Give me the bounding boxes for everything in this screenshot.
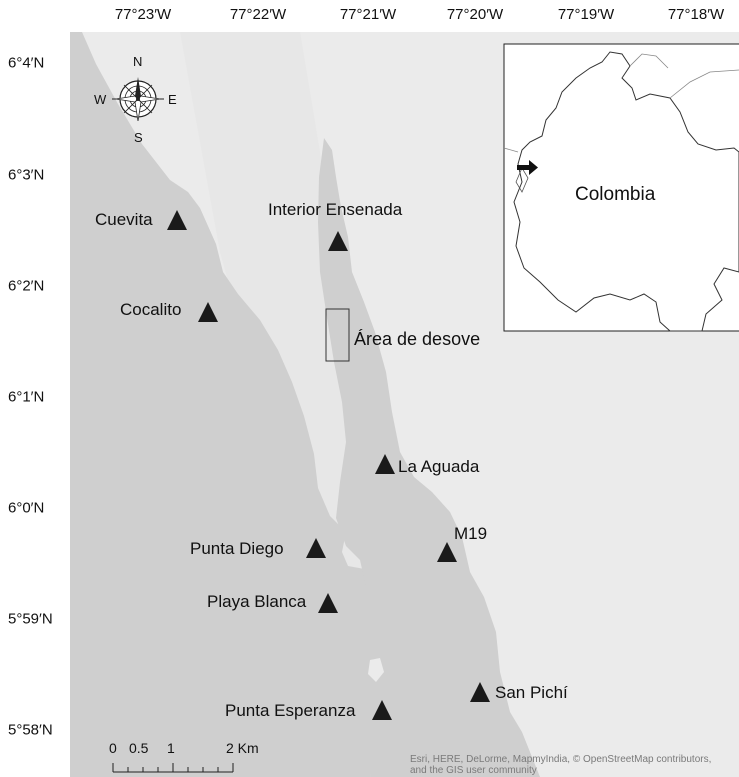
longitude-label: 77°20′W — [446, 6, 504, 23]
compass-rose-icon — [112, 77, 164, 122]
triangle-marker-icon[interactable] — [318, 593, 338, 613]
site-label-punta-diego: Punta Diego — [190, 539, 284, 558]
neighbor-border — [503, 147, 519, 153]
compass-north: N — [133, 54, 143, 69]
triangle-marker-icon[interactable] — [375, 454, 395, 474]
site-markers — [167, 210, 490, 720]
colombia-outline — [513, 51, 739, 332]
map-frame[interactable]: N S E W Cuevita Cocalito Interior Ensena… — [70, 32, 739, 777]
site-label-m19: M19 — [454, 524, 488, 543]
site-label-san-pichi: San Pichí — [495, 683, 568, 702]
triangle-marker-icon[interactable] — [372, 700, 392, 720]
triangle-marker-icon[interactable] — [198, 302, 218, 322]
triangle-marker-icon[interactable] — [437, 542, 457, 562]
site-label-la-aguada: La Aguada — [398, 457, 480, 476]
scale-label: 1 — [167, 740, 175, 756]
compass-west: W — [94, 92, 107, 107]
neighbor-border — [629, 53, 669, 69]
scale-bar — [112, 763, 234, 773]
latitude-label: 5°59′N — [8, 610, 53, 628]
latitude-label: 6°3′N — [8, 166, 45, 184]
spawning-area-label: Área de desove — [354, 329, 481, 349]
map-attribution: Esri, HERE, DeLorme, MapmyIndia, © OpenS… — [410, 754, 712, 776]
site-label-punta-esperanza: Punta Esperanza — [225, 701, 356, 720]
site-label-interior-ensenada: Interior Ensenada — [268, 200, 403, 219]
latitude-label: 6°4′N — [8, 54, 45, 72]
site-label-cuevita: Cuevita — [95, 210, 153, 229]
country-label: Colombia — [575, 184, 656, 205]
longitude-label: 77°19′W — [557, 6, 615, 23]
eastern-peninsula-land — [318, 138, 540, 777]
triangle-marker-icon[interactable] — [470, 682, 490, 702]
site-label-cocalito: Cocalito — [120, 300, 182, 319]
longitude-label: 77°22′W — [229, 6, 287, 23]
longitude-label: 77°23′W — [114, 6, 172, 23]
small-island — [515, 167, 529, 193]
longitude-label: 77°18′W — [667, 6, 725, 23]
longitude-label: 77°21′W — [339, 6, 397, 23]
compass-east: E — [168, 92, 177, 107]
inset-map[interactable] — [503, 43, 739, 332]
map-canvas[interactable] — [70, 32, 739, 777]
compass-south: S — [134, 130, 143, 145]
site-label-playa-blanca: Playa Blanca — [207, 592, 307, 611]
western-coast-land — [70, 32, 382, 777]
scale-label: 2 Km — [226, 740, 259, 756]
triangle-marker-icon[interactable] — [328, 231, 348, 251]
scale-label: 0 — [109, 740, 117, 756]
triangle-marker-icon[interactable] — [306, 538, 326, 558]
latitude-label: 5°58′N — [8, 721, 53, 739]
latitude-label: 6°0′N — [8, 499, 45, 517]
spawning-area-box[interactable] — [325, 308, 350, 362]
arrow-right-icon — [517, 160, 538, 175]
triangle-marker-icon[interactable] — [167, 210, 187, 230]
small-channel — [368, 658, 384, 682]
scale-label: 0.5 — [129, 740, 149, 756]
latitude-label: 6°2′N — [8, 277, 45, 295]
neighbor-border — [669, 69, 739, 99]
latitude-label: 6°1′N — [8, 388, 45, 406]
